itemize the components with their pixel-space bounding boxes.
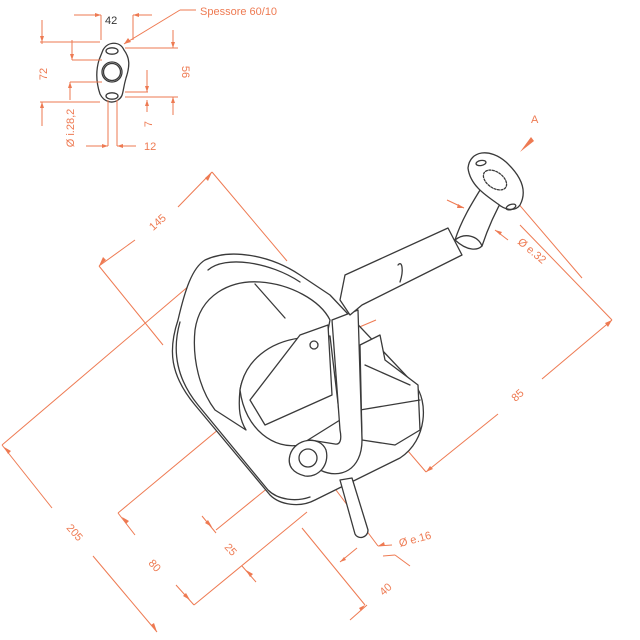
hole-diameter-label: Ø i.28,2 — [65, 109, 77, 148]
slot-width-label: 12 — [144, 141, 156, 153]
flange-width-label: 42 — [105, 15, 117, 27]
overall-length-label: 205 — [64, 522, 85, 544]
view-marker-label: A — [531, 114, 539, 126]
thickness-note: Spessore 60/10 — [200, 6, 277, 18]
inlet-diameter-label: Ø e.32 — [515, 236, 548, 266]
support-arm — [339, 227, 463, 316]
outlet-pipe-ring — [288, 439, 328, 477]
tail-length-label: 40 — [377, 581, 394, 598]
flange-height-outer-label: 72 — [38, 68, 50, 80]
tail-pipe — [339, 477, 369, 539]
bracket-offset-label: 85 — [509, 387, 526, 404]
outlet-offset-label: 80 — [146, 557, 163, 574]
flange-detail: 42 Spessore 60/10 72 56 7 — [38, 6, 277, 153]
outlet-diameter-label: Ø e.16 — [398, 530, 433, 550]
mount-bracket-gusset — [249, 324, 333, 426]
view-arrow-icon — [520, 137, 534, 152]
bracket-hole — [309, 340, 319, 350]
flange-height-inner-label: 56 — [179, 66, 191, 78]
flange-plate — [96, 42, 130, 103]
muffler-assembly — [171, 152, 524, 539]
offset-label: 7 — [143, 121, 155, 127]
can-length-label: 145 — [147, 212, 169, 233]
inlet-flange — [467, 152, 524, 211]
outlet-gap-label: 25 — [222, 541, 239, 558]
